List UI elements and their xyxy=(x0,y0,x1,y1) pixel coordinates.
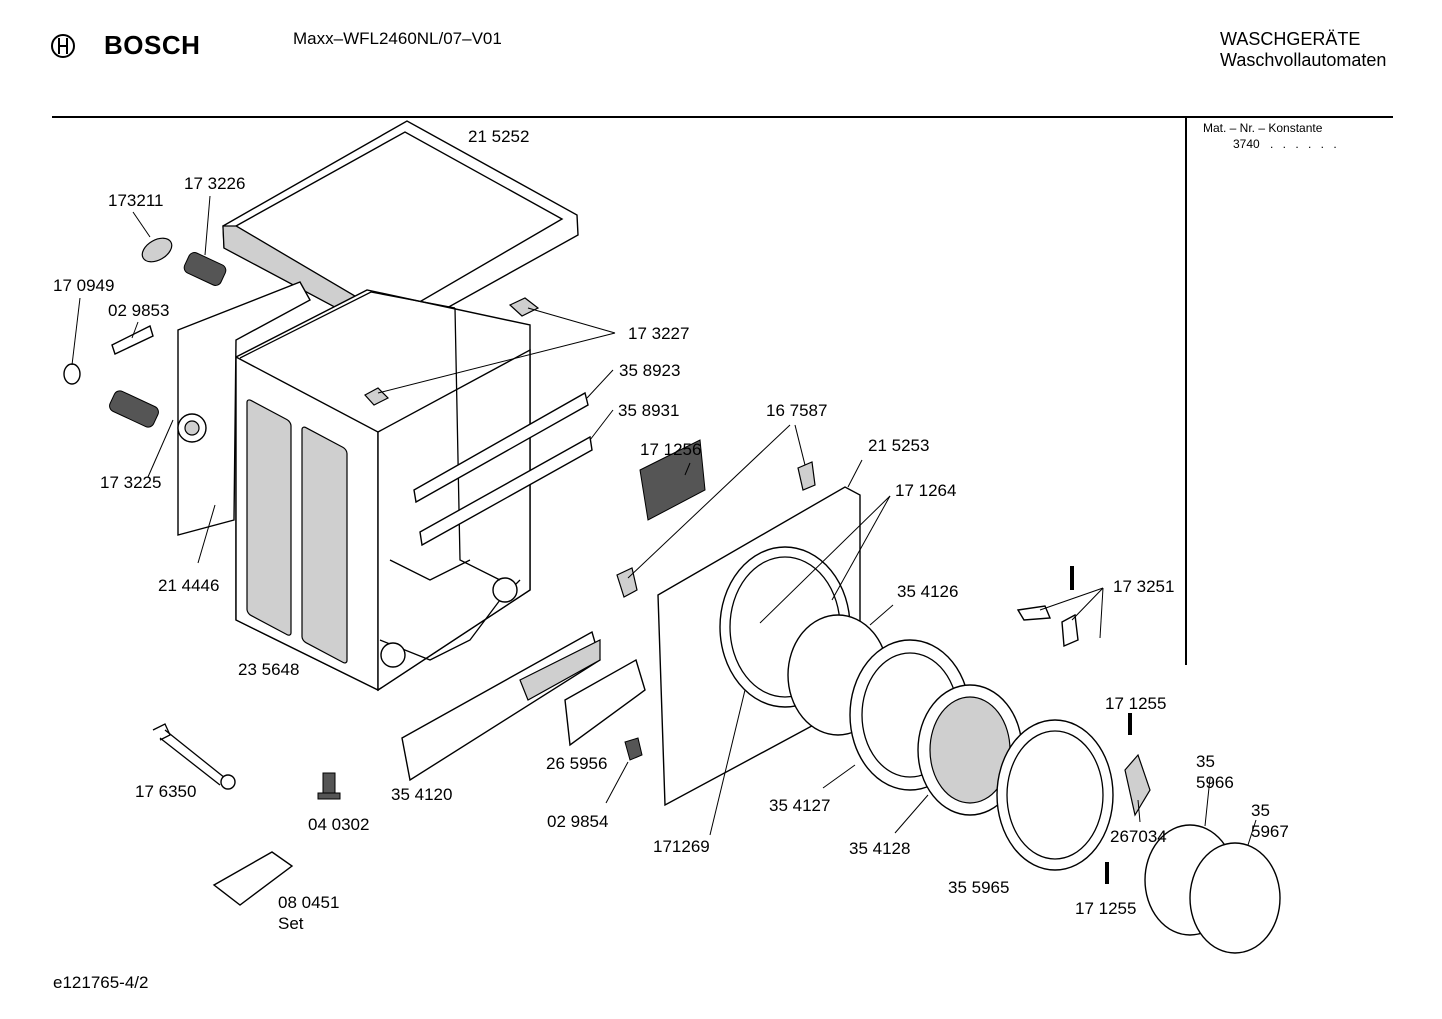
part-label-354128: 35 4128 xyxy=(849,839,911,858)
part-label-171264: 17 1264 xyxy=(895,481,957,500)
part-label-355967: 35 5967 xyxy=(1251,801,1289,841)
part-label-171269: 171269 xyxy=(653,837,710,856)
part-label-173211: 173211 xyxy=(108,191,164,210)
part-label-173226: 17 3226 xyxy=(184,174,246,193)
part-label-173227: 17 3227 xyxy=(628,324,690,343)
leader-lines xyxy=(72,196,1256,845)
shock-absorber-173225 xyxy=(108,389,161,429)
part-label-170949: 17 0949 xyxy=(53,276,115,295)
part-label-235648: 23 5648 xyxy=(238,660,300,679)
part-label-167587: 16 7587 xyxy=(766,401,828,420)
part-label-265956: 26 5956 xyxy=(546,754,608,773)
part-label-355965: 35 5965 xyxy=(948,878,1010,897)
category-title: WASCHGERÄTE xyxy=(1220,29,1361,49)
valve-029854 xyxy=(625,738,642,760)
part-label-080451: 08 0451 Set xyxy=(278,893,340,933)
part-label-171256: 17 1256 xyxy=(640,440,702,459)
shock-absorber-173226 xyxy=(182,251,228,288)
part-label-040302: 04 0302 xyxy=(308,815,370,834)
part-label-173225: 17 3225 xyxy=(100,473,162,492)
material-number-code: 3740 xyxy=(1233,137,1260,151)
part-label-215253: 21 5253 xyxy=(868,436,930,455)
detergent-drawer-265956 xyxy=(565,660,645,745)
part-label-358931: 35 8931 xyxy=(618,401,680,420)
part-label-215252: 21 5252 xyxy=(468,127,530,146)
handle-267034 xyxy=(1125,755,1150,815)
clip-167587-a xyxy=(617,568,637,597)
bracket-173227-a xyxy=(510,298,538,316)
cabinet xyxy=(236,290,530,690)
part-label-029853: 02 9853 xyxy=(108,301,170,320)
category-subtitle: Waschvollautomaten xyxy=(1220,50,1387,70)
part-label-029854: 02 9854 xyxy=(547,812,609,831)
spanner-176350 xyxy=(153,724,235,789)
part-label-354127: 35 4127 xyxy=(769,796,831,815)
material-number-title: Mat. – Nr. – Konstante xyxy=(1203,121,1323,135)
part-label-176350: 17 6350 xyxy=(135,782,197,801)
door-ring-355967 xyxy=(1190,843,1280,953)
rear-panel xyxy=(178,282,310,535)
clip-170949 xyxy=(64,364,80,384)
part-label-358923: 35 8923 xyxy=(619,361,681,380)
part-label-171255-upper: 17 1255 xyxy=(1105,694,1167,713)
part-label-355966: 35 5966 xyxy=(1196,752,1234,792)
cross-rail-upper xyxy=(414,393,588,502)
door-ring-355965 xyxy=(997,720,1113,870)
part-label-171255-lower: 17 1255 xyxy=(1075,899,1137,918)
part-label-267034: 267034 xyxy=(1110,827,1167,846)
cross-rail-lower xyxy=(420,437,592,545)
brand-name: BOSCH xyxy=(104,30,201,60)
door-lock-171256 xyxy=(640,440,705,520)
part-label-173251: 17 3251 xyxy=(1113,577,1175,596)
bosch-logo xyxy=(50,33,76,64)
bosch-armature-icon xyxy=(51,34,75,58)
hinge-plate-173251 xyxy=(1062,615,1078,646)
hose-clip-173211 xyxy=(138,233,176,266)
control-panel-354120 xyxy=(402,632,600,780)
transport-bracket-080451 xyxy=(214,852,292,905)
latch-029853 xyxy=(112,326,153,354)
document-id: e121765-4/2 xyxy=(53,973,149,992)
part-label-214446: 21 4446 xyxy=(158,576,220,595)
model-number: Maxx–WFL2460NL/07–V01 xyxy=(293,29,502,48)
material-number-dots: . . . . . . xyxy=(1270,137,1340,151)
part-label-354120: 35 4120 xyxy=(391,785,453,804)
screw-040302 xyxy=(318,773,340,799)
part-label-354126: 35 4126 xyxy=(897,582,959,601)
clip-167587-b xyxy=(798,462,815,490)
